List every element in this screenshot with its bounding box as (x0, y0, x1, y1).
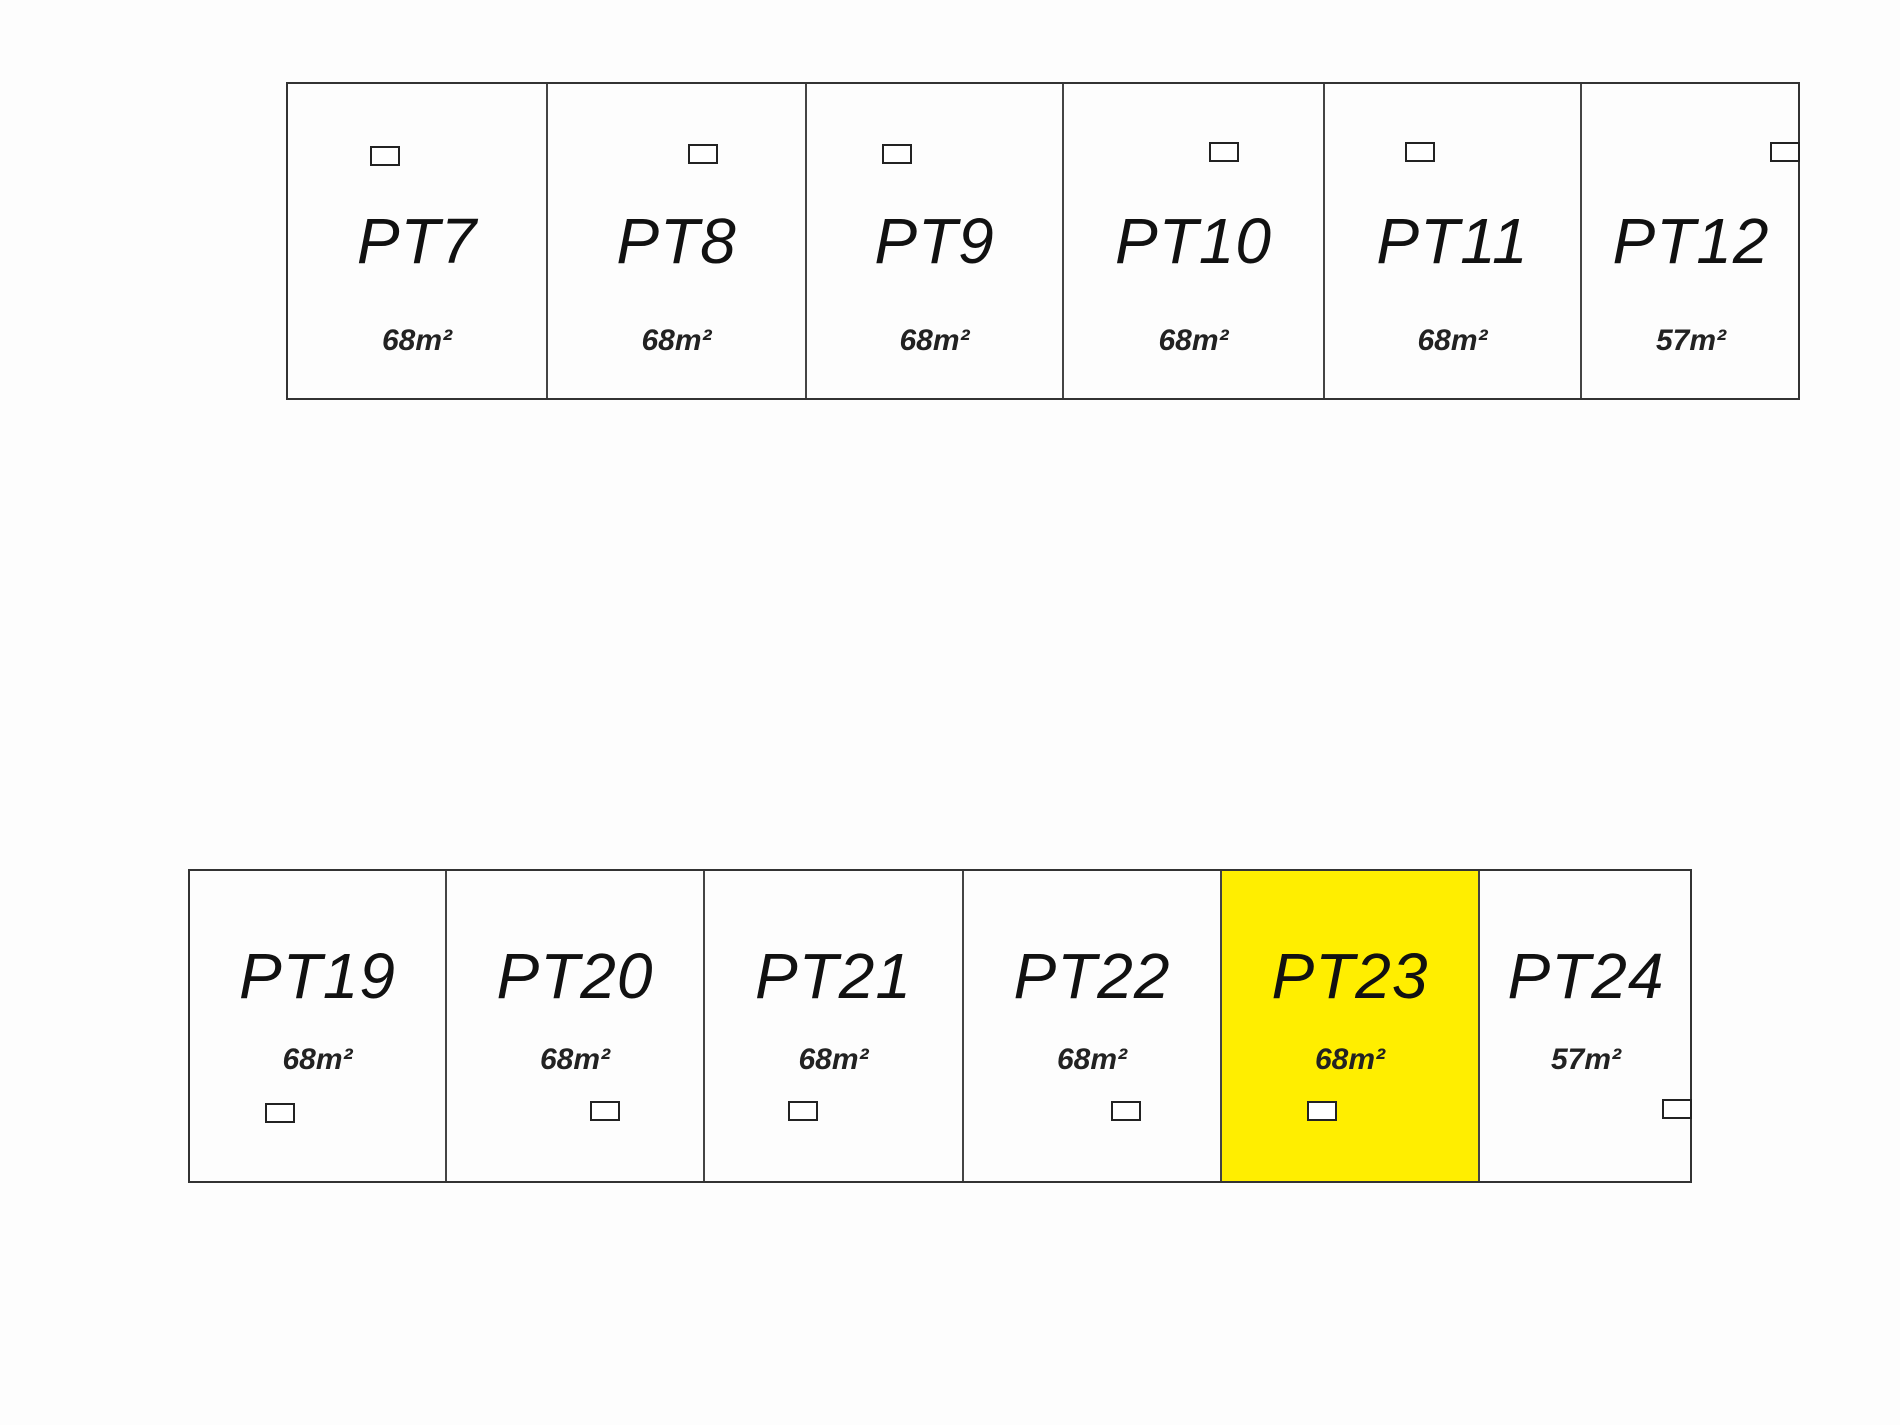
plot-pt23-highlighted[interactable]: PT23 68m² (1222, 871, 1480, 1181)
plot-label: PT10 (1115, 205, 1272, 277)
marker-icon (1405, 142, 1435, 162)
plot-pt11[interactable]: PT11 68m² (1325, 84, 1582, 398)
plot-area: 68m² (539, 1043, 611, 1076)
plot-area: 68m² (1314, 1043, 1386, 1076)
plot-label: PT7 (356, 205, 478, 277)
plot-label: PT12 (1612, 205, 1770, 277)
plot-label: PT20 (496, 940, 654, 1012)
plot-label: PT8 (616, 205, 737, 277)
plot-pt7[interactable]: PT7 68m² (288, 84, 548, 398)
marker-icon (1111, 1101, 1141, 1121)
marker-icon (590, 1101, 620, 1121)
plot-pt10[interactable]: PT10 68m² (1064, 84, 1325, 398)
marker-icon (1307, 1101, 1337, 1121)
plot-area: 68m² (641, 324, 712, 357)
plot-area: 57m² (1655, 324, 1727, 357)
marker-icon (1662, 1099, 1692, 1119)
plot-label: PT19 (239, 940, 396, 1012)
plot-pt9[interactable]: PT9 68m² (807, 84, 1064, 398)
marker-icon (788, 1101, 818, 1121)
plot-label: PT9 (874, 205, 995, 277)
plot-pt20[interactable]: PT20 68m² (447, 871, 705, 1181)
plot-area: 57m² (1550, 1043, 1622, 1076)
plot-pt22[interactable]: PT22 68m² (964, 871, 1222, 1181)
plot-area: 68m² (1158, 324, 1229, 357)
plot-label: PT22 (1013, 940, 1171, 1012)
plot-pt24[interactable]: PT24 57m² (1480, 871, 1692, 1181)
plot-label: PT11 (1376, 205, 1529, 277)
plot-pt8[interactable]: PT8 68m² (548, 84, 807, 398)
marker-icon (882, 144, 912, 164)
plot-pt19[interactable]: PT19 68m² (190, 871, 447, 1181)
plot-row-bottom: PT19 68m² PT20 68m² PT21 68m² PT22 68m² … (188, 869, 1692, 1183)
plot-label: PT21 (755, 940, 912, 1012)
plot-area: 68m² (1056, 1043, 1128, 1076)
marker-icon (1209, 142, 1239, 162)
plot-row-top: PT7 68m² PT8 68m² PT9 68m² PT10 68m² PT1… (286, 82, 1800, 400)
plot-pt21[interactable]: PT21 68m² (705, 871, 964, 1181)
plot-area: 68m² (282, 1043, 353, 1076)
marker-icon (1770, 142, 1800, 162)
plot-pt12[interactable]: PT12 57m² (1582, 84, 1800, 398)
plot-area: 68m² (1417, 324, 1488, 357)
marker-icon (265, 1103, 295, 1123)
plot-label: PT23 (1271, 940, 1429, 1012)
marker-icon (688, 144, 718, 164)
plot-area: 68m² (899, 324, 970, 357)
plot-label: PT24 (1507, 940, 1665, 1012)
plot-area: 68m² (798, 1043, 869, 1076)
marker-icon (370, 146, 400, 166)
plot-area: 68m² (381, 324, 453, 357)
